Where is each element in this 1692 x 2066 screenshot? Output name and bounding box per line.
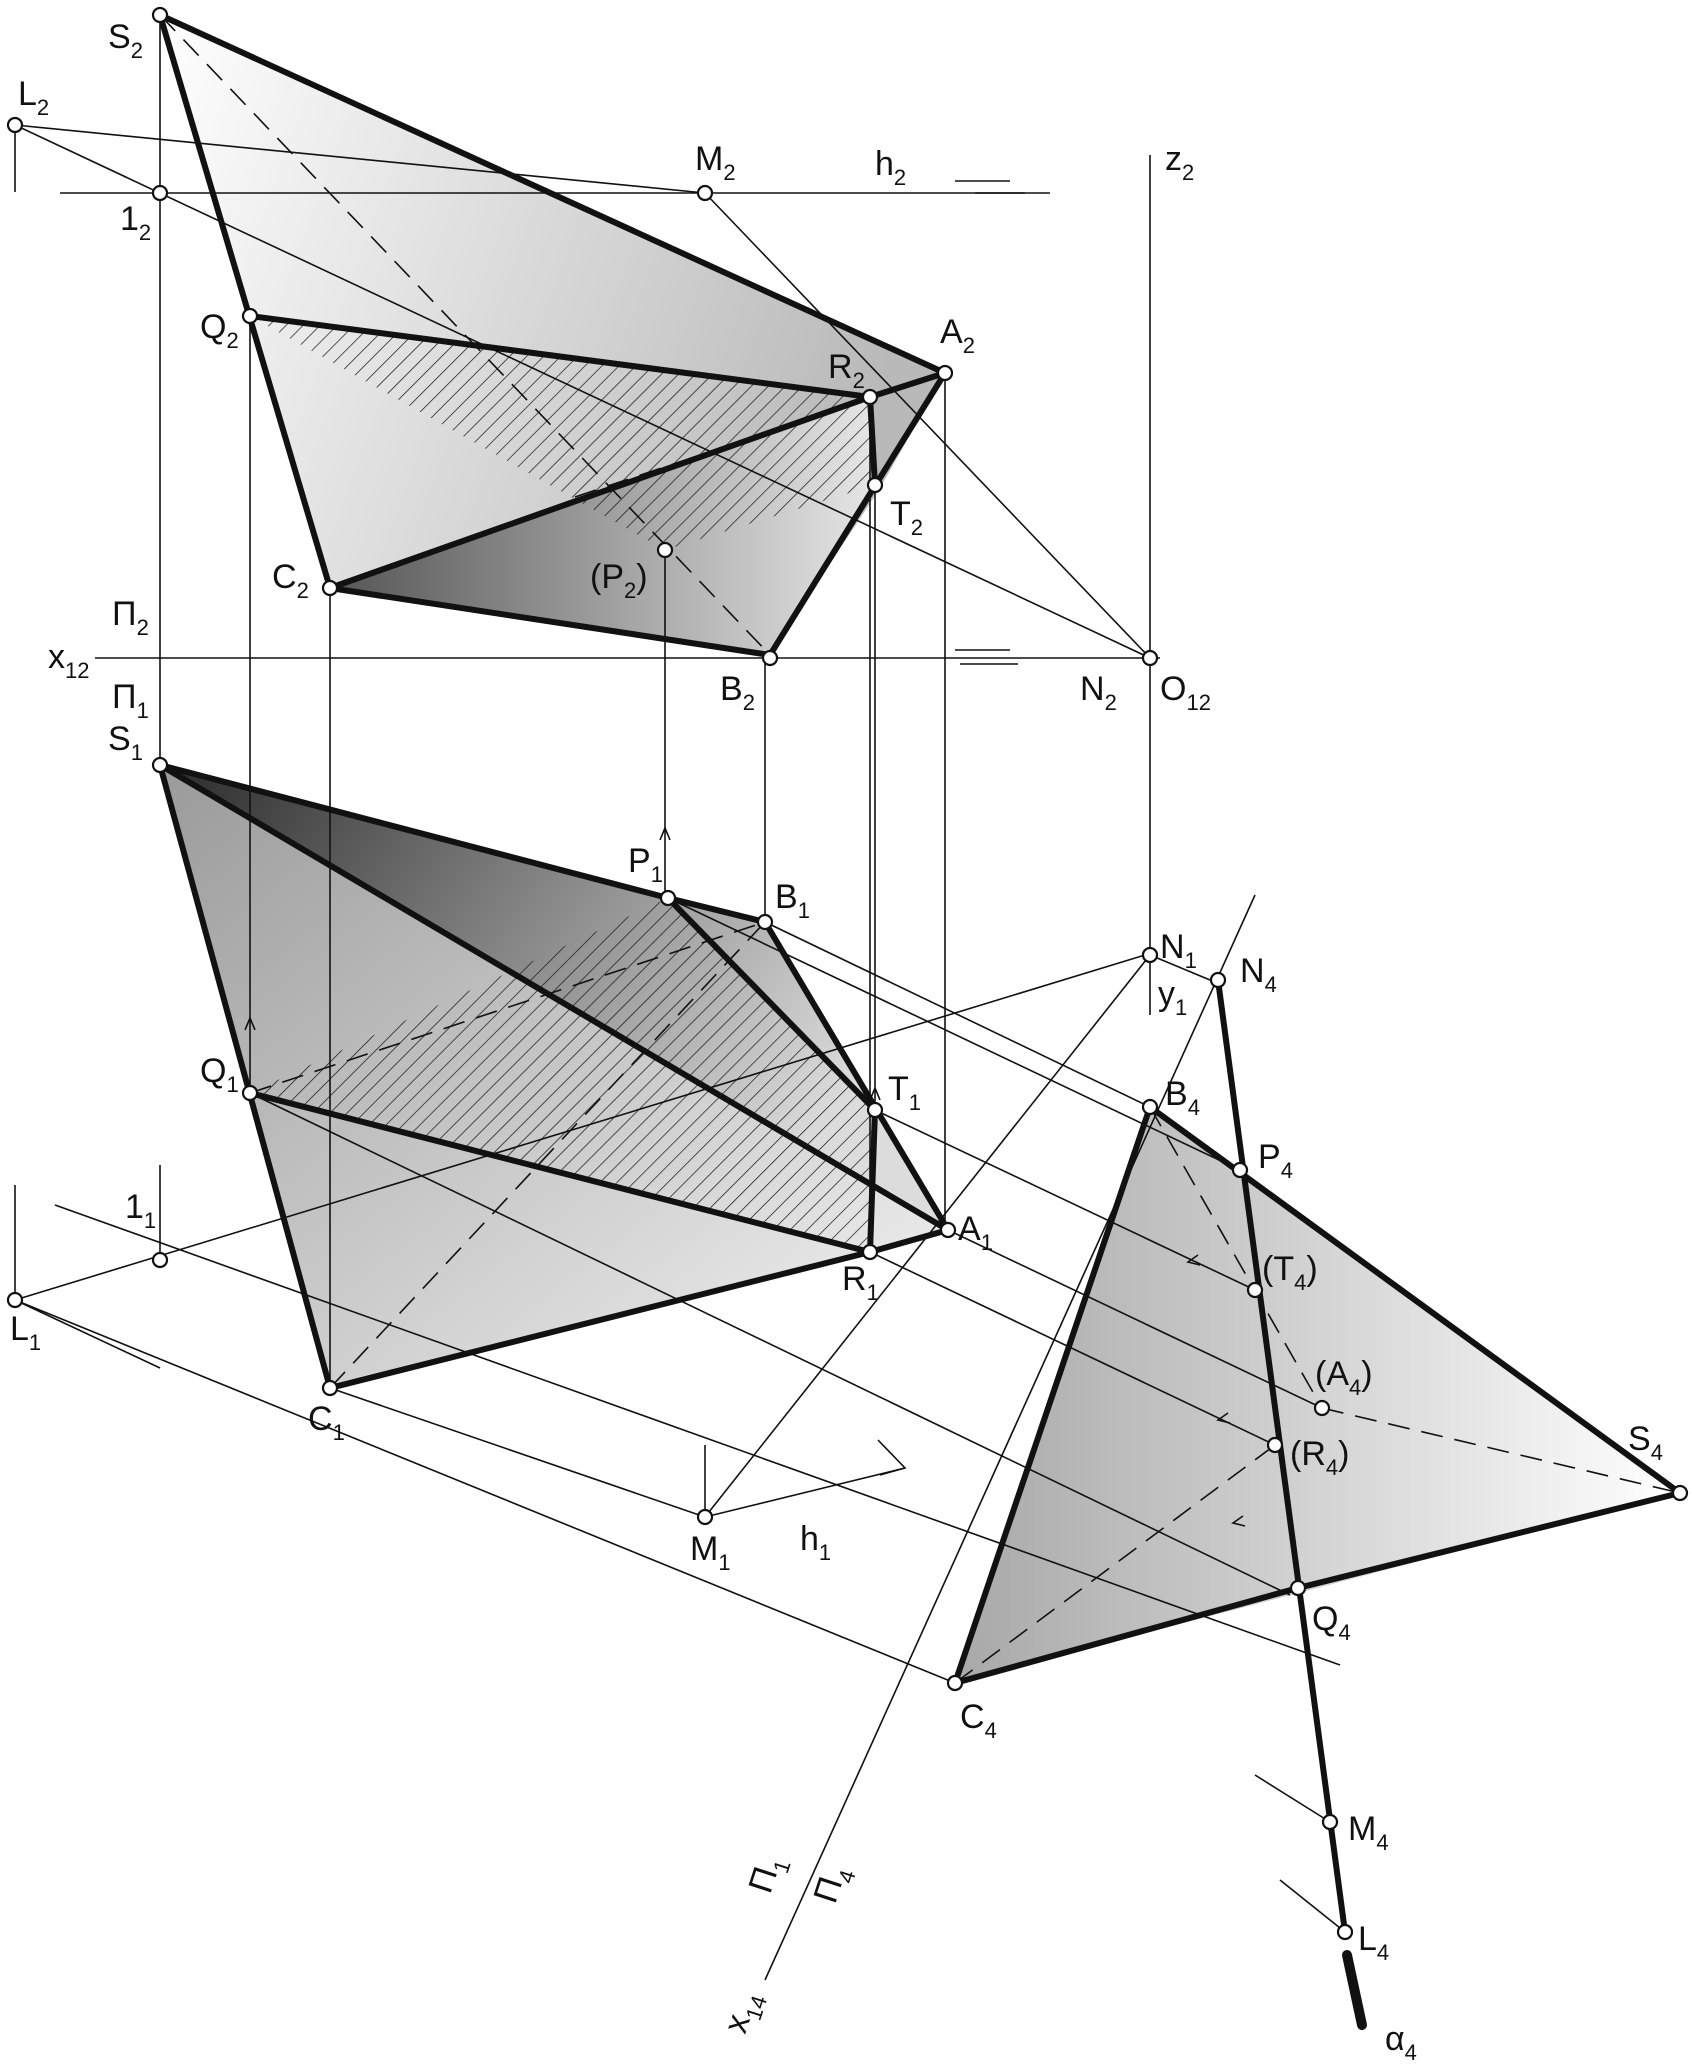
point-p4 bbox=[1231, 1161, 1249, 1179]
point-q1 bbox=[241, 1084, 259, 1102]
label-n4: N4 bbox=[1240, 952, 1277, 997]
label-z2: z2 bbox=[1165, 140, 1194, 185]
direction-arrows bbox=[244, 825, 1246, 1527]
point-n4 bbox=[1209, 971, 1227, 989]
point-t1 bbox=[866, 1101, 884, 1119]
label-a1: A1 bbox=[958, 1210, 993, 1255]
label-1-1: 11 bbox=[125, 1188, 156, 1233]
point-n1 bbox=[1141, 946, 1159, 964]
point-1-1 bbox=[151, 1251, 169, 1269]
point-r4 bbox=[1266, 1436, 1284, 1454]
label-t1: T1 bbox=[888, 1070, 921, 1115]
label-s1: S1 bbox=[108, 720, 143, 765]
label-pi4-rotated: Π4 bbox=[806, 1861, 860, 1910]
point-a2 bbox=[936, 364, 954, 382]
point-a1 bbox=[939, 1221, 957, 1239]
label-r1: R1 bbox=[842, 1260, 879, 1305]
point-a4 bbox=[1313, 1399, 1331, 1417]
label-s4: S4 bbox=[1628, 1420, 1663, 1465]
point-t4 bbox=[1246, 1281, 1264, 1299]
point-b4 bbox=[1141, 1098, 1159, 1116]
label-h2: h2 bbox=[875, 145, 906, 190]
point-s4 bbox=[1671, 1484, 1689, 1502]
label-m1: M1 bbox=[690, 1530, 731, 1575]
label-c2: C2 bbox=[272, 558, 309, 603]
label-l4: L4 bbox=[1358, 1920, 1389, 1965]
point-s1 bbox=[151, 756, 169, 774]
label-alpha4: α4 bbox=[1385, 2020, 1417, 2065]
point-t2 bbox=[866, 476, 884, 494]
label-b1: B1 bbox=[775, 878, 810, 923]
point-l2 bbox=[6, 116, 24, 134]
point-b2 bbox=[761, 649, 779, 667]
label-b4: B4 bbox=[1165, 1075, 1200, 1120]
section-hatch-horizontal bbox=[250, 898, 875, 1252]
label-p2: (P2) bbox=[590, 558, 648, 603]
label-b2: B2 bbox=[720, 670, 755, 715]
label-h1: h1 bbox=[800, 1520, 831, 1565]
label-l1: L1 bbox=[10, 1310, 41, 1355]
label-pi1-rotated: Π1 bbox=[741, 1851, 795, 1900]
label-m2: M2 bbox=[695, 140, 736, 185]
face-b4-s4-c4 bbox=[955, 1107, 1680, 1683]
point-r2 bbox=[861, 388, 879, 406]
label-a4: (A4) bbox=[1315, 1355, 1373, 1400]
label-c1: C1 bbox=[308, 1400, 345, 1445]
label-r2: R2 bbox=[828, 348, 865, 393]
point-q2 bbox=[241, 307, 259, 325]
points bbox=[6, 6, 1689, 1941]
label-l2: L2 bbox=[18, 75, 49, 120]
point-r1 bbox=[861, 1243, 879, 1261]
point-q4 bbox=[1289, 1579, 1307, 1597]
label-t2: T2 bbox=[890, 495, 923, 540]
point-s2 bbox=[151, 6, 169, 24]
label-pi2: Π2 bbox=[112, 595, 149, 640]
point-l4 bbox=[1336, 1923, 1354, 1941]
label-a2: A2 bbox=[940, 313, 975, 358]
point-o12 bbox=[1141, 649, 1159, 667]
label-n1: N1 bbox=[1160, 928, 1197, 973]
label-q2: Q2 bbox=[200, 308, 239, 353]
label-x14: x14 bbox=[716, 1986, 772, 2039]
point-c2 bbox=[321, 579, 339, 597]
alpha-trace-end bbox=[1342, 1950, 1367, 2030]
label-x12: x12 bbox=[48, 638, 89, 683]
point-m2 bbox=[696, 184, 714, 202]
fourth-projection-faces bbox=[955, 1107, 1680, 1683]
label-t4: (T4) bbox=[1262, 1250, 1318, 1295]
construction-lines bbox=[14, 15, 1346, 1981]
label-q4: Q4 bbox=[1312, 1600, 1351, 1645]
label-o12: O12 bbox=[1160, 670, 1211, 715]
point-c1 bbox=[321, 1379, 339, 1397]
point-m1 bbox=[696, 1508, 714, 1526]
label-p1: P1 bbox=[628, 842, 663, 887]
label-1-2: 12 bbox=[120, 200, 151, 245]
section-hatch-frontal bbox=[250, 316, 875, 550]
label-y1: y1 bbox=[1158, 975, 1187, 1020]
visible-edges bbox=[157, 12, 1683, 2030]
label-n2: N2 bbox=[1080, 670, 1117, 715]
label-s2: S2 bbox=[108, 18, 143, 63]
point-l1 bbox=[6, 1291, 24, 1309]
label-pi1: Π1 bbox=[112, 678, 149, 723]
point-1-2 bbox=[151, 184, 169, 202]
point-p2 bbox=[656, 541, 674, 559]
label-r4: (R4) bbox=[1290, 1435, 1349, 1480]
label-q1: Q1 bbox=[200, 1052, 239, 1097]
label-p4: P4 bbox=[1258, 1138, 1293, 1183]
label-c4: C4 bbox=[960, 1698, 997, 1743]
point-b1 bbox=[756, 913, 774, 931]
point-c4 bbox=[946, 1674, 964, 1692]
label-m4: M4 bbox=[1348, 1810, 1389, 1855]
point-p1 bbox=[659, 889, 677, 907]
point-m4 bbox=[1321, 1813, 1339, 1831]
